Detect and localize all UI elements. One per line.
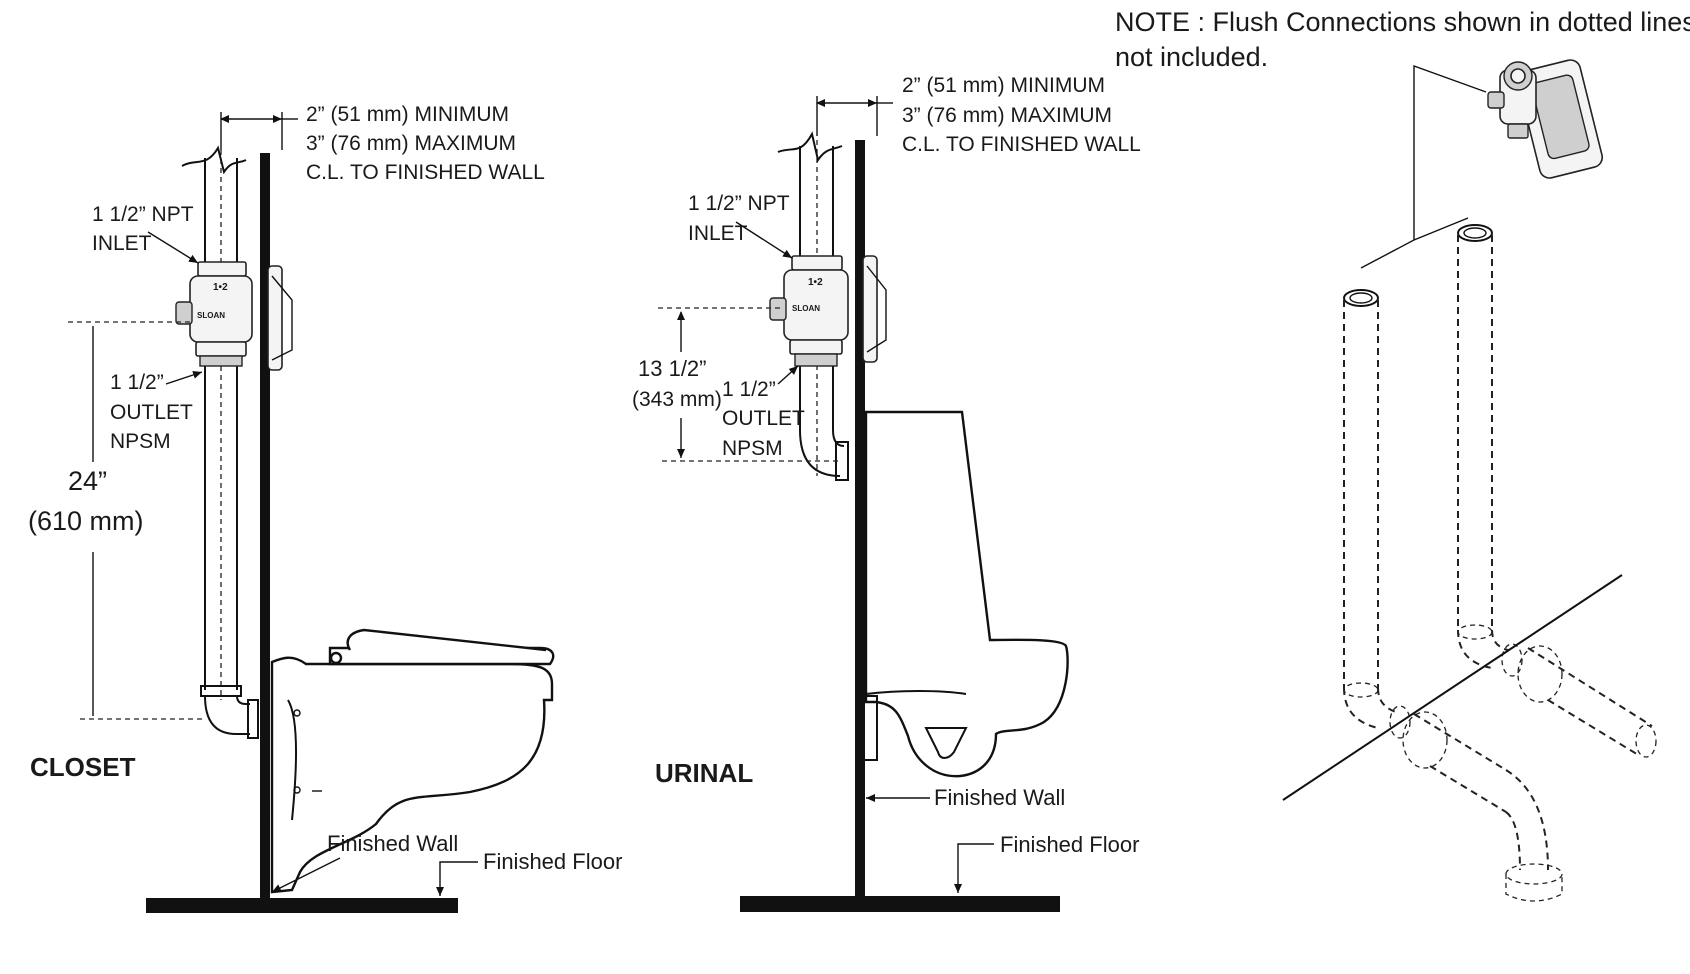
urinal-spacing-line-2: 3” (76 mm) MAXIMUM	[902, 104, 1112, 127]
closet-flush-valve: 1•2 SLOAN	[175, 261, 293, 371]
closet-spacing-dimension: 2” (51 mm) MINIMUM 3” (76 mm) MAXIMUM C.…	[220, 103, 545, 184]
urinal-spacing-dimension: 2” (51 mm) MINIMUM 3” (76 mm) MAXIMUM C.…	[816, 74, 1141, 156]
closet-toilet-fixture	[270, 628, 555, 894]
closet-inlet-callout: 1 1/2” NPT INLET	[92, 203, 199, 264]
urinal-outlet-line-2: OUTLET	[722, 407, 805, 430]
closet-finished-floor-label: Finished Floor	[483, 849, 622, 874]
closet-valve-marking: 1•2	[213, 282, 228, 293]
note-block: NOTE : Flush Connections shown in dotted…	[1115, 7, 1690, 72]
closet-outlet-line-1: 1 1/2”	[110, 371, 164, 394]
isometric-wall-line	[1282, 574, 1623, 801]
closet-finished-wall-label: Finished Wall	[327, 831, 458, 856]
urinal-inlet-line-1: 1 1/2” NPT	[688, 192, 790, 215]
isometric-spud-right	[1517, 645, 1657, 758]
urinal-supply-pipe	[777, 131, 849, 481]
note-line-2: not included.	[1115, 42, 1268, 72]
closet-outlet-line-3: NPSM	[110, 430, 171, 453]
closet-inlet-line-2: INLET	[92, 232, 152, 255]
urinal-height-value: 13 1/2”	[638, 356, 707, 381]
urinal-fixture	[862, 410, 1069, 778]
urinal-finished-wall-callout: Finished Wall	[866, 785, 1065, 810]
urinal-valve-marking: 1•2	[808, 277, 823, 288]
urinal-floor	[740, 896, 1060, 912]
isometric-valve	[1487, 59, 1604, 179]
urinal-flush-valve: 1•2 SLOAN	[769, 255, 887, 367]
closet-valve-brand: SLOAN	[197, 311, 225, 320]
closet-height-dimension: 24” (610 mm)	[28, 321, 205, 720]
closet-spacing-line-1: 2” (51 mm) MINIMUM	[306, 103, 509, 126]
closet-title: CLOSET	[30, 752, 136, 782]
closet-outlet-line-2: OUTLET	[110, 401, 193, 424]
isometric-spud-left	[1402, 711, 1563, 902]
urinal-diagram: 1•2 SLOAN 2” (51 mm) MINIMUM 3” (76 mm) …	[632, 74, 1141, 912]
closet-finished-floor-callout: Finished Floor	[436, 849, 622, 896]
isometric-right-pipe	[1457, 224, 1523, 677]
closet-inlet-line-1: 1 1/2” NPT	[92, 203, 194, 226]
urinal-spacing-line-1: 2” (51 mm) MINIMUM	[902, 74, 1105, 97]
closet-supply-pipe	[181, 145, 259, 739]
closet-diagram: 1•2 SLOAN 2” (51 mm) MINIMUM 3” (76 mm) …	[28, 103, 622, 913]
isometric-left-pipe	[1343, 289, 1411, 739]
urinal-valve-brand: SLOAN	[792, 304, 820, 313]
urinal-outlet-line-3: NPSM	[722, 437, 783, 460]
urinal-inlet-line-2: INLET	[688, 222, 748, 245]
urinal-height-dimension: 13 1/2” (343 mm)	[632, 307, 838, 462]
urinal-finished-wall-label: Finished Wall	[934, 785, 1065, 810]
urinal-finished-floor-label: Finished Floor	[1000, 832, 1139, 857]
closet-height-value: 24”	[68, 466, 107, 496]
urinal-title: URINAL	[655, 758, 753, 788]
closet-height-metric: (610 mm)	[28, 506, 144, 536]
urinal-height-metric: (343 mm)	[632, 388, 722, 411]
isometric-flush-connections	[1282, 59, 1657, 902]
closet-finished-wall-callout: Finished Wall	[271, 831, 458, 893]
urinal-finished-floor-callout: Finished Floor	[954, 832, 1139, 893]
urinal-outlet-callout: 1 1/2” OUTLET NPSM	[722, 365, 805, 460]
urinal-inlet-callout: 1 1/2” NPT INLET	[688, 192, 793, 259]
urinal-spacing-line-3: C.L. TO FINISHED WALL	[902, 133, 1141, 156]
closet-spacing-line-3: C.L. TO FINISHED WALL	[306, 161, 545, 184]
closet-outlet-callout: 1 1/2” OUTLET NPSM	[110, 371, 203, 453]
note-line-1: NOTE : Flush Connections shown in dotted…	[1115, 7, 1690, 37]
closet-spacing-line-2: 3” (76 mm) MAXIMUM	[306, 132, 516, 155]
closet-floor	[146, 898, 458, 913]
urinal-outlet-line-1: 1 1/2”	[722, 378, 776, 401]
